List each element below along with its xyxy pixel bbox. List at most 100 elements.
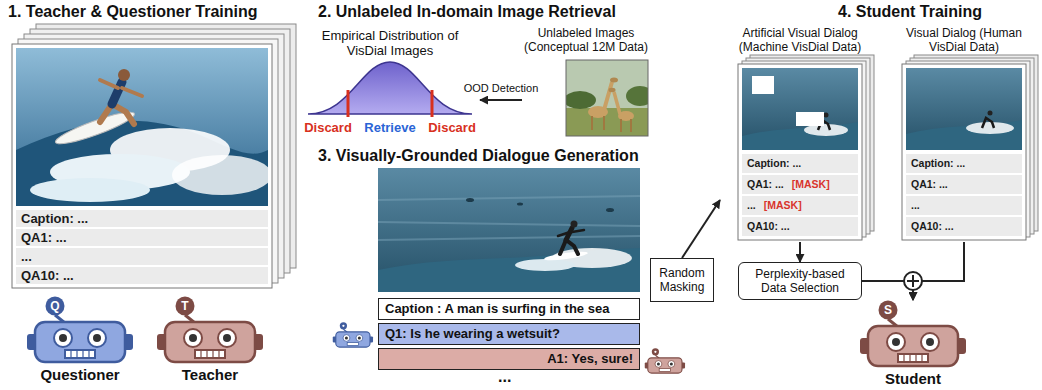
photo-stack bbox=[742, 61, 866, 237]
robot-figure bbox=[59, 334, 67, 342]
dialog-row: Caption: ... bbox=[742, 154, 858, 173]
dialog-row: QA1: ... bbox=[16, 229, 268, 246]
dialog-text: ... bbox=[21, 249, 32, 264]
surf-photo bbox=[517, 203, 523, 206]
merge-plus bbox=[904, 272, 922, 290]
surf-photo bbox=[571, 221, 578, 228]
flow-arrow bbox=[913, 242, 964, 300]
flow-arrow bbox=[682, 200, 720, 258]
robot-figure bbox=[35, 322, 125, 362]
robot-figure bbox=[218, 329, 236, 347]
robot-figure bbox=[189, 334, 197, 342]
surf-photo bbox=[172, 155, 268, 195]
teacher-icon bbox=[648, 358, 682, 373]
masked-photo bbox=[824, 113, 829, 118]
region-label: Discard bbox=[428, 120, 476, 136]
teacher-icon bbox=[654, 351, 656, 353]
dialog-text: ... bbox=[911, 199, 920, 211]
robot-figure bbox=[887, 333, 905, 351]
dialog-rows: Caption: ... QA1: ...[MASK]... [MASK] QA10:… bbox=[742, 154, 858, 238]
card-title: Visual Dialog (Human VisDial Data) bbox=[894, 26, 1034, 54]
region-label: Discard bbox=[304, 120, 352, 136]
questioner-icon bbox=[336, 332, 370, 347]
masked-photo bbox=[742, 68, 858, 150]
questioner-icon bbox=[342, 325, 344, 327]
surf-photo bbox=[515, 259, 575, 271]
dialog-card: Visual Dialog (Human VisDial Data) Captio… bbox=[890, 24, 1038, 242]
robot-figure bbox=[223, 334, 231, 342]
mask-token: [MASK] bbox=[764, 199, 802, 211]
surf-photo bbox=[378, 168, 640, 292]
dialog-row: ... bbox=[16, 248, 268, 265]
dialog-row: QA1: ...[MASK] bbox=[742, 175, 858, 194]
section-heading: 1. Teacher & Questioner Training bbox=[8, 3, 258, 21]
photo-stack bbox=[12, 24, 296, 288]
teacher-icon bbox=[670, 362, 673, 365]
surf-photo bbox=[906, 68, 1022, 150]
giraffe-photo bbox=[626, 86, 648, 106]
badge-letter: S bbox=[879, 301, 897, 319]
questioner-robot: QQuestioner bbox=[25, 296, 135, 386]
dialog-text: QA1: ... bbox=[911, 178, 948, 190]
dialog-text: QA1: ... bbox=[747, 178, 784, 190]
box-text: Q1: Is he wearing a wetsuit? bbox=[385, 326, 560, 342]
masked-photo bbox=[796, 112, 824, 126]
surf-photo bbox=[16, 48, 268, 206]
robot-figure bbox=[200, 350, 201, 358]
answer-box: A1: Yes, sure! bbox=[378, 348, 640, 370]
dialog-text: ... bbox=[747, 199, 756, 211]
distribution-curve bbox=[431, 90, 434, 117]
badge-letter: T bbox=[176, 297, 194, 315]
dialog-text: QA10: ... bbox=[911, 220, 954, 232]
photo-frame bbox=[566, 60, 648, 136]
dialog-row: ... [MASK] bbox=[742, 196, 858, 215]
robot-figure bbox=[88, 329, 106, 347]
robot-figure bbox=[921, 333, 939, 351]
robot-figure bbox=[903, 354, 904, 362]
dialog-row: Caption: ... bbox=[906, 154, 1022, 173]
giraffe-photo bbox=[591, 116, 593, 130]
robot-figure bbox=[82, 350, 83, 358]
box-text: Perplexity-based Data Selection bbox=[745, 267, 855, 296]
robot-figure bbox=[70, 350, 71, 358]
question-box: Q1: Is he wearing a wetsuit? bbox=[378, 323, 640, 345]
photo-stack bbox=[902, 64, 1026, 240]
dialog-row: QA10: ... bbox=[742, 217, 858, 236]
robot-figure bbox=[892, 338, 900, 346]
teacher-robot: TTeacher bbox=[155, 296, 265, 386]
teacher-icon bbox=[657, 362, 660, 365]
robot-figure bbox=[868, 326, 958, 366]
masked-photo bbox=[752, 76, 774, 94]
robot-figure bbox=[155, 296, 265, 366]
questioner-icon bbox=[358, 336, 361, 339]
robot-figure bbox=[926, 338, 934, 346]
dialog-row: QA10: ... bbox=[16, 267, 268, 284]
merge-plus bbox=[904, 272, 922, 290]
section-heading: 4. Student Training bbox=[838, 3, 982, 21]
surf-photo bbox=[118, 69, 130, 81]
ellipsis-mark: ... bbox=[498, 368, 511, 386]
masked-photo bbox=[742, 68, 858, 150]
photo-stack bbox=[738, 55, 1038, 240]
student-robot: SStudent bbox=[858, 300, 968, 390]
surf-photo bbox=[560, 240, 578, 254]
edge-label: OOD Detection bbox=[462, 82, 541, 94]
photo-stack bbox=[12, 44, 272, 288]
distribution-chart: Empirical Distribution of VisDial Images… bbox=[300, 26, 480, 138]
robot-figure bbox=[54, 329, 72, 347]
image-pool: Unlabeled Images (Conceptual 12M Data) bbox=[522, 26, 650, 138]
distribution-curve bbox=[347, 90, 350, 117]
surf-photo bbox=[906, 68, 1022, 150]
region-label: Retrieve bbox=[364, 120, 415, 136]
box-text: A1: Yes, sure! bbox=[547, 351, 633, 367]
surf-photo bbox=[30, 178, 150, 202]
giraffe-photo bbox=[603, 116, 605, 130]
teacher-icon bbox=[645, 348, 685, 373]
robot-figure bbox=[165, 322, 255, 362]
distribution-curve bbox=[308, 62, 472, 114]
questioner-icon bbox=[356, 335, 363, 342]
surf-photo bbox=[466, 198, 474, 202]
badge-letter: Q bbox=[46, 297, 64, 315]
process-box: Perplexity-based Data Selection bbox=[738, 262, 862, 300]
